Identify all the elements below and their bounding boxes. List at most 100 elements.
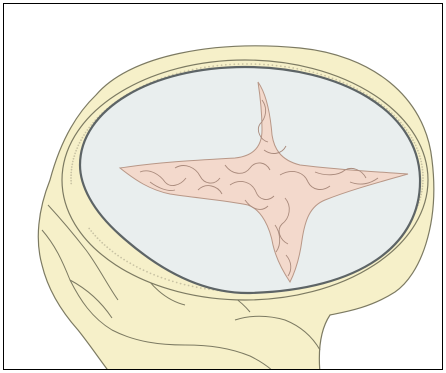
bone-dot <box>414 142 416 144</box>
bone-dot <box>196 68 198 70</box>
bone-dot <box>184 284 186 286</box>
bone-dot <box>422 174 424 176</box>
bone-dot <box>402 124 404 126</box>
bone-dot <box>180 283 182 285</box>
bone-dot <box>292 67 294 69</box>
bone-dot <box>288 66 290 68</box>
bone-dot <box>320 74 322 76</box>
bone-dot <box>87 129 89 131</box>
bone-dot <box>136 266 138 268</box>
bone-dot <box>88 228 90 230</box>
bone-dot <box>129 262 131 264</box>
bone-dot <box>208 66 210 68</box>
bone-dot <box>421 191 423 193</box>
bone-dot <box>422 183 424 185</box>
bone-dot <box>238 63 240 65</box>
bone-dot <box>415 145 417 147</box>
bone-dot <box>204 66 206 68</box>
bone-dot <box>421 163 423 165</box>
bone-dot <box>324 75 326 77</box>
bone-dot <box>94 235 96 237</box>
bone-dot <box>79 142 81 144</box>
bone-dot <box>200 67 202 69</box>
bone-dot <box>221 64 223 66</box>
bone-dot <box>412 139 414 141</box>
bone-dot <box>422 172 424 174</box>
bone-dot <box>97 237 99 239</box>
bone-dot <box>422 177 424 179</box>
bone-dot <box>225 64 227 66</box>
bone-dot <box>346 83 348 85</box>
bone-dot <box>77 145 79 147</box>
bone-dot <box>404 127 406 129</box>
bone-dot <box>196 286 198 288</box>
bone-dot <box>267 64 269 66</box>
bone-dot <box>284 66 286 68</box>
bone-dot <box>70 183 72 185</box>
bone-dot <box>117 255 119 257</box>
bone-dot <box>400 122 402 124</box>
bone-dot <box>168 279 170 281</box>
bone-dot <box>114 253 116 255</box>
bone-dot <box>276 65 278 67</box>
bone-dot <box>421 166 423 168</box>
bone-dot <box>71 163 73 165</box>
bone-dot <box>396 117 398 119</box>
bone-dot <box>421 188 423 190</box>
bone-dot <box>416 147 418 149</box>
bone-dot <box>242 63 244 65</box>
bone-dot <box>313 72 315 74</box>
bone-dot <box>417 150 419 152</box>
bone-dot <box>88 127 90 129</box>
bone-dot <box>356 88 358 90</box>
bone-dot <box>75 150 77 152</box>
bone-dot <box>70 177 72 179</box>
bone-dot <box>250 63 252 65</box>
bone-dot <box>109 249 111 251</box>
bone-dot <box>409 134 411 136</box>
bone-dot <box>332 78 334 80</box>
bone-dot <box>398 119 400 121</box>
bone-dot <box>92 233 94 235</box>
bone-dot <box>229 64 231 66</box>
bone-dot <box>101 242 103 244</box>
bone-dot <box>139 268 141 270</box>
bone-dot <box>418 153 420 155</box>
bone-dot <box>123 259 125 261</box>
bone-dot <box>280 65 282 67</box>
bone-dot <box>126 261 128 263</box>
bone-dot <box>296 68 298 70</box>
bone-dot <box>316 73 318 75</box>
bone-dot <box>200 287 202 289</box>
bone-dot <box>420 194 422 196</box>
bone-dot <box>305 70 307 72</box>
bone-dot <box>99 240 101 242</box>
bone-dot <box>343 82 345 84</box>
bone-dot <box>188 70 190 72</box>
bone-dot <box>255 63 257 65</box>
bone-dot <box>411 137 413 139</box>
bone-dot <box>71 166 73 168</box>
bone-dot <box>188 285 190 287</box>
bone-dot <box>120 257 122 259</box>
bone-dot <box>106 246 108 248</box>
bone-dot <box>406 129 408 131</box>
bone-dot <box>259 63 261 65</box>
bone-dot <box>350 85 352 87</box>
bone-dot <box>104 244 106 246</box>
bone-dot <box>422 180 424 182</box>
bone-dot <box>133 264 135 266</box>
bone-dot <box>339 80 341 82</box>
bone-dot <box>70 180 72 182</box>
bone-dot <box>150 273 152 275</box>
bone-dot <box>420 161 422 163</box>
bone-dot <box>153 274 155 276</box>
bone-dot <box>184 71 186 73</box>
bone-dot <box>146 271 148 273</box>
bone-dot <box>335 79 337 81</box>
bone-dot <box>112 251 114 253</box>
bone-dot <box>143 269 145 271</box>
bone-dot <box>73 155 75 157</box>
bone-dot <box>83 134 85 136</box>
bone-dot <box>419 155 421 157</box>
